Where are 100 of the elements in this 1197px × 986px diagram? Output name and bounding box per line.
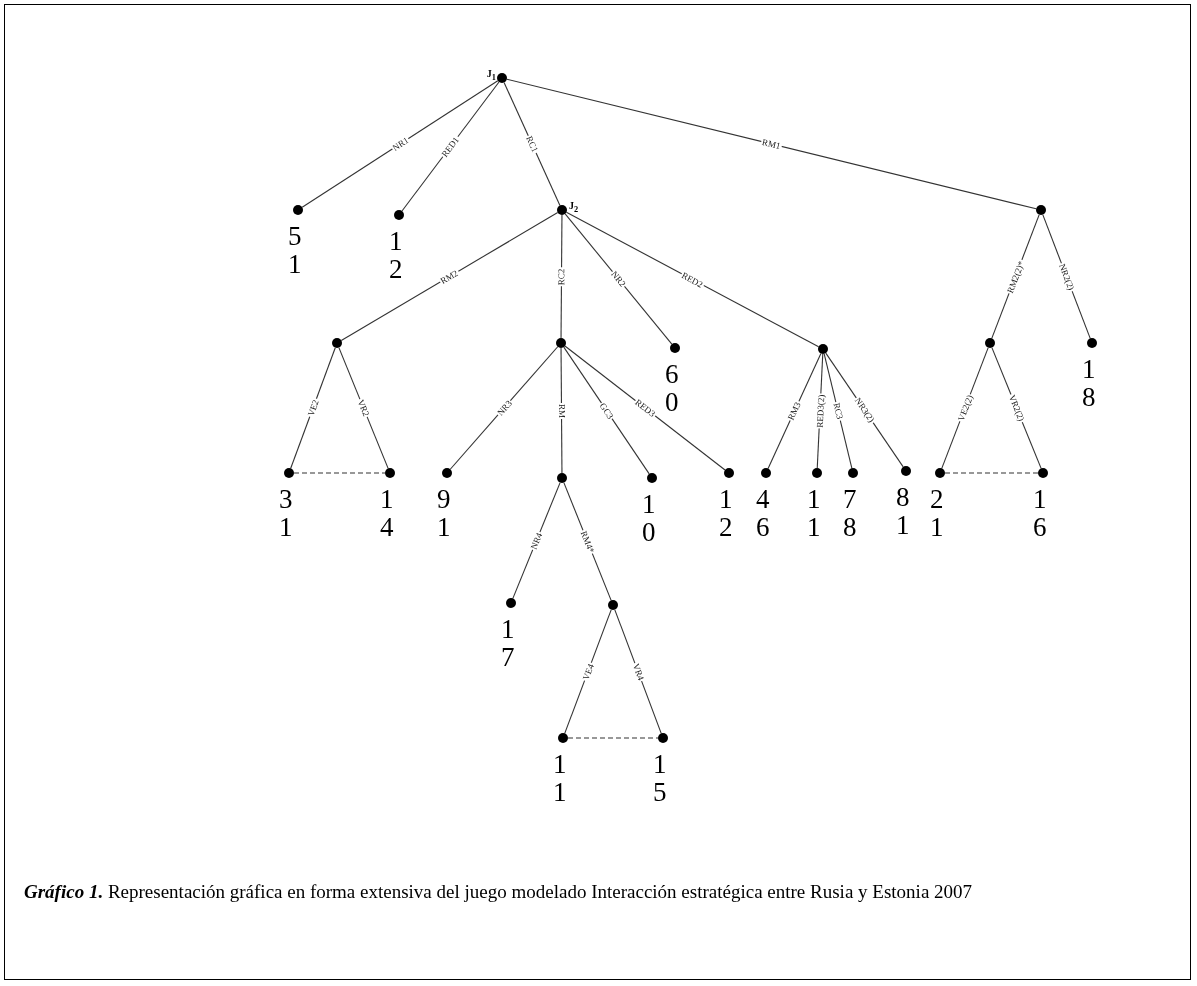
node-dot (670, 343, 680, 353)
payoff-value: 5 (288, 223, 302, 250)
node-dot (1087, 338, 1097, 348)
branch-line (301, 80, 499, 208)
node-dot (608, 600, 618, 610)
edge-label: RM4* (578, 528, 597, 555)
edge-label: NR4 (528, 529, 545, 552)
node-dot (724, 468, 734, 478)
edge-label: NR1 (389, 134, 411, 154)
branch-line (506, 78, 1037, 210)
payoff-value: 9 (437, 486, 451, 513)
node-dot (658, 733, 668, 743)
payoff-value: 1 (930, 514, 944, 541)
node-dot (647, 473, 657, 483)
payoff-value: 1 (389, 228, 403, 255)
player-label: J$_{1}$ (486, 68, 496, 84)
node-dot (557, 205, 567, 215)
branch-line (340, 212, 559, 341)
payoff-value: 4 (756, 486, 770, 513)
branch-line (823, 353, 853, 469)
node-dot (442, 468, 452, 478)
branch-line (564, 213, 673, 345)
payoff-value: 5 (653, 779, 667, 806)
payoff-value: 1 (807, 514, 821, 541)
branch-line (560, 347, 563, 474)
node-dot (901, 466, 911, 476)
branch-line (563, 346, 650, 475)
payoff-value: 1 (288, 251, 302, 278)
payoff-value: 4 (380, 514, 394, 541)
payoff-value: 2 (389, 256, 403, 283)
payoff-value: 8 (843, 514, 857, 541)
payoff-value: 1 (1082, 356, 1096, 383)
branch-line (564, 345, 726, 471)
edge-label: VR2(2) (1006, 392, 1027, 424)
node-dot (284, 468, 294, 478)
figure-caption: Gráfico 1. Representación gráfica en forma extensiva del juego modelado Interacción estratégica entre Rusia y Estonia 2007 (24, 880, 974, 904)
payoff-value: 1 (1033, 486, 1047, 513)
edge-label: VR4 (630, 660, 647, 683)
payoff-value: 3 (279, 486, 293, 513)
node-dot (818, 344, 828, 354)
branch-line (614, 609, 662, 734)
node-dot (1038, 468, 1048, 478)
node-dot (506, 598, 516, 608)
payoff-value: 1 (279, 514, 293, 541)
payoff-value: 8 (1082, 384, 1096, 411)
player-label: J$_{2}$ (569, 200, 579, 216)
branch-line (512, 482, 561, 599)
branch-line (560, 214, 563, 339)
payoff-value: 1 (896, 512, 910, 539)
edge-label: VE4 (579, 661, 596, 682)
branch-line (565, 211, 820, 348)
payoff-value: 2 (930, 486, 944, 513)
edge-label: VR2 (355, 397, 372, 419)
node-dot (935, 468, 945, 478)
payoff-value: 8 (896, 484, 910, 511)
node-dot (1036, 205, 1046, 215)
payoff-value: 1 (719, 486, 733, 513)
node-dot (558, 733, 568, 743)
node-dot (293, 205, 303, 215)
payoff-value: 1 (501, 616, 515, 643)
payoff-value: 7 (843, 486, 857, 513)
node-dot (985, 338, 995, 348)
payoff-value: 1 (642, 491, 656, 518)
node-dot (385, 468, 395, 478)
edge-label: RM2 (437, 267, 461, 286)
payoff-value: 1 (553, 779, 567, 806)
payoff-value: 2 (719, 514, 733, 541)
node-dot (556, 338, 566, 348)
node-dot (332, 338, 342, 348)
node-dot (497, 73, 507, 83)
edge-label: NR2(2) (1056, 260, 1077, 293)
edge-label: RM1 (760, 136, 783, 152)
edge-label: RC2 (556, 267, 567, 286)
node-dot (812, 468, 822, 478)
payoff-value: 1 (653, 751, 667, 778)
node-dot (761, 468, 771, 478)
payoff-value: 7 (501, 644, 515, 671)
branch-line (338, 347, 389, 469)
edge-label: RM3 (785, 399, 804, 423)
edge-label: NR3 (494, 397, 515, 419)
node-dot (557, 473, 567, 483)
edge-label: RC3 (830, 400, 845, 422)
payoff-value: 6 (756, 514, 770, 541)
payoff-value: 1 (380, 486, 394, 513)
payoff-value: 1 (437, 514, 451, 541)
branch-line (449, 346, 559, 470)
payoff-value: 0 (665, 389, 679, 416)
information-set-line (293, 472, 386, 474)
edge-label: RM (556, 402, 567, 419)
payoff-value: 1 (553, 751, 567, 778)
branch-line (503, 82, 561, 206)
payoff-value: 6 (665, 361, 679, 388)
node-dot (394, 210, 404, 220)
information-set-line (567, 737, 659, 739)
information-set-line (944, 472, 1039, 474)
payoff-value: 1 (807, 486, 821, 513)
payoff-value: 0 (642, 519, 656, 546)
edge-label: RC1 (523, 133, 541, 155)
branch-line (290, 347, 336, 469)
node-dot (848, 468, 858, 478)
